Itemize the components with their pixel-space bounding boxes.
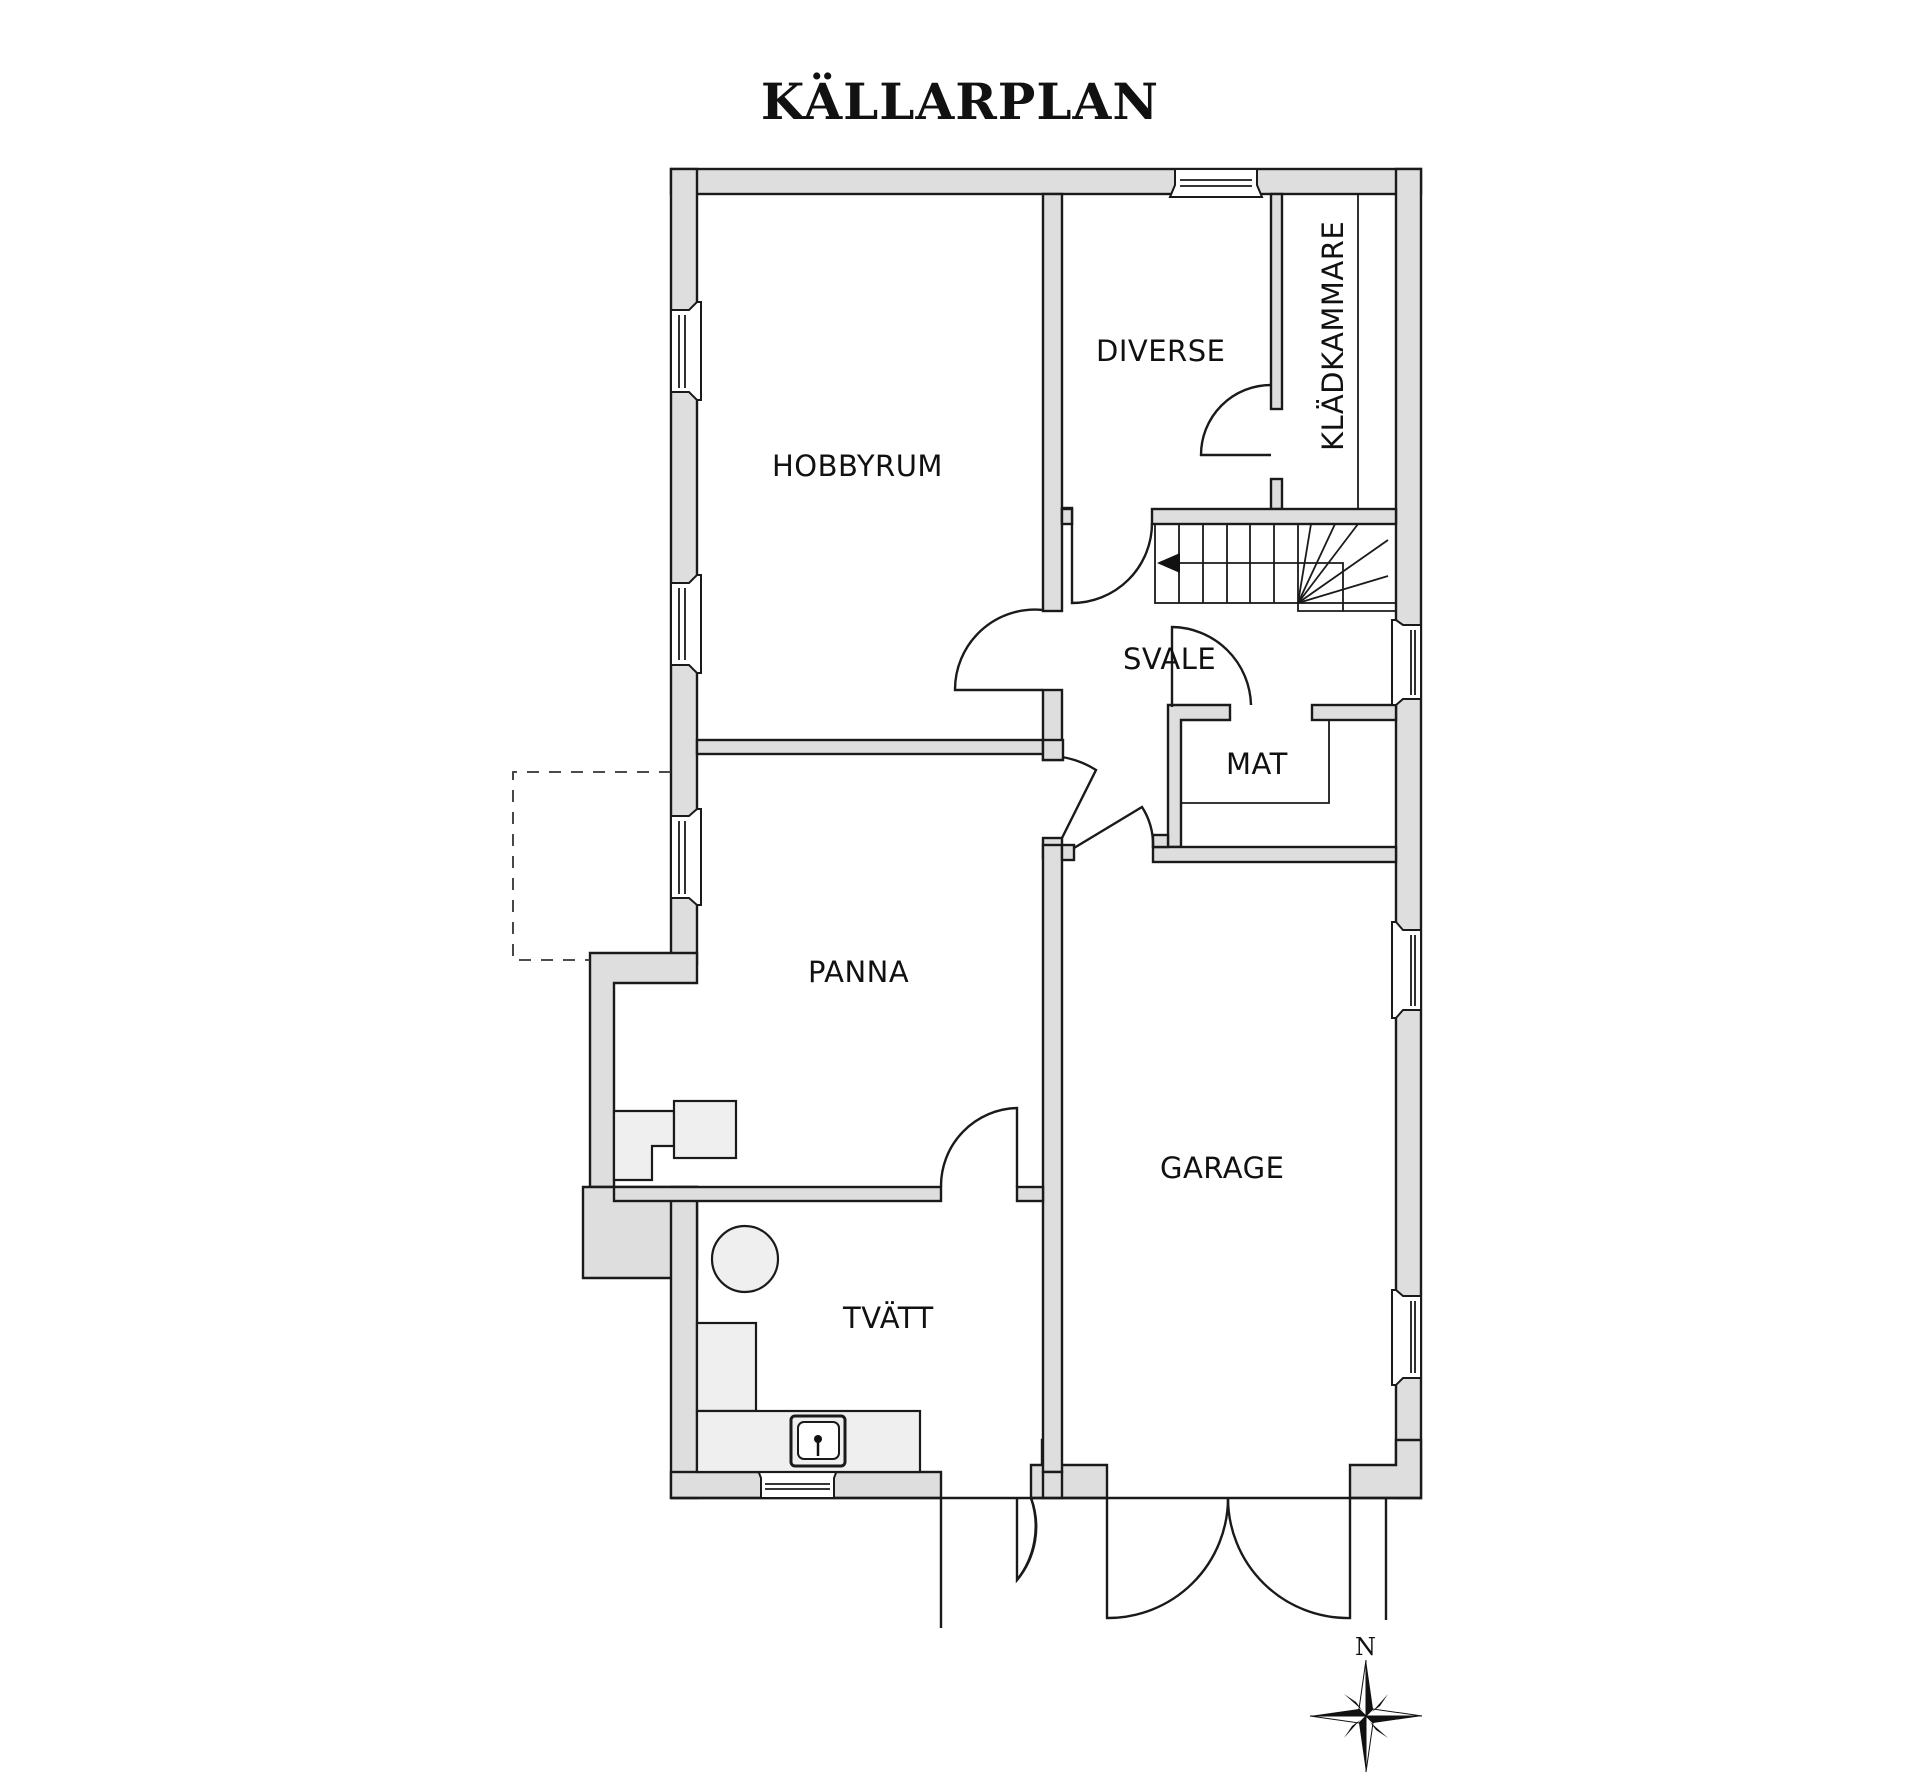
room-label-kladkammare: KLÄDKAMMARE	[1316, 220, 1350, 451]
room-label-panna: PANNA	[808, 955, 910, 989]
room-label-mat: MAT	[1226, 747, 1288, 781]
compass-rose-icon	[1309, 1659, 1423, 1773]
room-label-svale: SVALE	[1123, 642, 1217, 676]
floor-plan-title: KÄLLARPLAN	[760, 72, 1160, 131]
exterior-walls	[581, 167, 1423, 1500]
pantry-shelf	[1181, 720, 1330, 804]
laundry-cabinet	[695, 1321, 758, 1413]
room-label-tvatt: TVÄTT	[843, 1301, 934, 1335]
outdoor-area-outline	[512, 771, 671, 961]
room-label-hobbyrum: HOBBYRUM	[772, 449, 943, 483]
room-label-diverse: DIVERSE	[1096, 334, 1226, 368]
compass-north-label: N	[1355, 1633, 1376, 1661]
stair-arrow-icon	[1157, 553, 1180, 573]
room-label-garage: GARAGE	[1160, 1151, 1285, 1185]
doors	[671, 383, 1421, 1628]
fixtures	[612, 1099, 922, 1474]
boiler-base	[612, 1109, 676, 1182]
staircase	[1154, 523, 1397, 612]
water-heater	[710, 1224, 780, 1294]
boiler	[672, 1099, 738, 1160]
interior-walls	[612, 192, 1398, 1500]
